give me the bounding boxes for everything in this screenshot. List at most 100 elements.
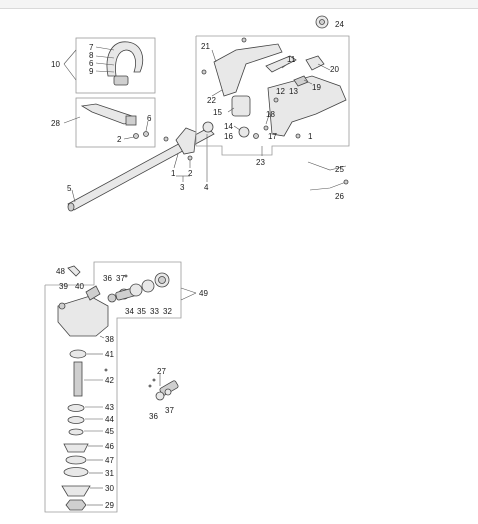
screw-12 bbox=[273, 97, 279, 103]
label-8: 8 bbox=[89, 51, 94, 60]
bearing-35 bbox=[129, 283, 143, 297]
switch-spring bbox=[253, 133, 259, 139]
label-23: 23 bbox=[256, 158, 265, 167]
shaft-end-cap bbox=[67, 202, 75, 212]
clamp-nut bbox=[187, 155, 193, 161]
label-25: 25 bbox=[335, 165, 344, 174]
stop-cable bbox=[309, 181, 347, 191]
bar-handle-screw-b bbox=[143, 131, 149, 137]
viewer-top-bar bbox=[0, 0, 478, 9]
circlip-44 bbox=[67, 416, 85, 424]
label-31: 31 bbox=[105, 469, 114, 478]
label-16: 16 bbox=[224, 132, 233, 141]
marker-dot-3 bbox=[148, 384, 152, 388]
output-shaft-42 bbox=[73, 361, 83, 397]
bar-handle-box bbox=[75, 97, 156, 148]
label-21: 21 bbox=[201, 42, 210, 51]
bearing-41 bbox=[69, 349, 87, 359]
bar-handle-part bbox=[80, 103, 133, 125]
washer-31 bbox=[63, 467, 89, 477]
handle-half-lower bbox=[267, 75, 347, 137]
clamp-bolt bbox=[163, 136, 169, 142]
label-36a: 36 bbox=[103, 274, 112, 283]
label-3: 3 bbox=[180, 183, 185, 192]
label-39: 39 bbox=[59, 282, 68, 291]
label-17: 17 bbox=[268, 132, 277, 141]
handle-screw-left bbox=[201, 69, 207, 75]
leader-22 bbox=[211, 89, 223, 97]
label-24: 24 bbox=[335, 20, 344, 29]
label-49: 49 bbox=[199, 289, 208, 298]
label-14: 14 bbox=[224, 122, 233, 131]
marker-dot-2 bbox=[104, 368, 108, 372]
label-15: 15 bbox=[213, 108, 222, 117]
gearbox-box bbox=[44, 261, 182, 513]
label-48: 48 bbox=[56, 267, 65, 276]
bearing-43 bbox=[67, 404, 85, 412]
throttle-trigger bbox=[265, 55, 297, 73]
label-1b: 1 bbox=[308, 132, 313, 141]
label-13: 13 bbox=[289, 87, 298, 96]
label-4: 4 bbox=[204, 183, 209, 192]
bearing-37b bbox=[164, 388, 172, 396]
label-34: 34 bbox=[125, 307, 134, 316]
leader-6b bbox=[145, 120, 149, 132]
bolt-40 bbox=[85, 285, 101, 301]
marker-dot bbox=[124, 274, 128, 278]
plug-39 bbox=[58, 302, 66, 310]
label-10: 10 bbox=[51, 60, 60, 69]
cable-end bbox=[343, 179, 349, 185]
bolt-48 bbox=[67, 265, 81, 277]
loop-handle-part bbox=[106, 41, 144, 77]
label-45: 45 bbox=[105, 427, 114, 436]
label-18: 18 bbox=[266, 110, 275, 119]
label-47: 47 bbox=[105, 456, 114, 465]
label-7: 7 bbox=[89, 43, 94, 52]
leader-49b bbox=[180, 292, 197, 301]
loose-pinion-group: 27 36 37 bbox=[148, 367, 179, 421]
label-42: 42 bbox=[105, 376, 114, 385]
shaft-collar bbox=[202, 121, 214, 133]
leader-1a bbox=[173, 153, 179, 169]
label-26: 26 bbox=[335, 192, 344, 201]
guard-plate-47 bbox=[65, 455, 87, 465]
seal-32-inner bbox=[158, 276, 166, 284]
leader-18 bbox=[265, 111, 271, 125]
leader-21 bbox=[211, 49, 217, 63]
label-35: 35 bbox=[137, 307, 146, 316]
blade-holder-46 bbox=[63, 443, 89, 453]
leader-9 bbox=[95, 70, 115, 73]
bar-handle-group: 28 2 6 bbox=[51, 97, 156, 148]
leader-2a bbox=[123, 136, 135, 140]
label-11: 11 bbox=[287, 55, 296, 64]
label-32: 32 bbox=[163, 307, 172, 316]
loop-handle-clamp bbox=[113, 75, 129, 86]
switch-knob bbox=[238, 126, 250, 138]
circlip-33 bbox=[141, 279, 155, 293]
label-2a: 2 bbox=[117, 135, 122, 144]
label-36b: 36 bbox=[149, 412, 158, 421]
drive-shaft-group: 5 1 2 3 4 bbox=[67, 121, 215, 212]
label-1a: 1 bbox=[171, 169, 176, 178]
gearbox-group: 49 39 40 38 36 37 34 35 33 32 41 42 4 bbox=[44, 261, 208, 513]
leader-11 bbox=[281, 62, 290, 69]
label-44: 44 bbox=[105, 415, 114, 424]
leader-20 bbox=[317, 63, 331, 71]
label-41: 41 bbox=[105, 350, 114, 359]
bar-handle-block bbox=[125, 115, 137, 126]
washer-18 bbox=[263, 125, 269, 131]
label-37b: 37 bbox=[165, 406, 174, 415]
label-37a: 37 bbox=[116, 274, 125, 283]
pinion-36 bbox=[107, 293, 117, 303]
label-6a: 6 bbox=[89, 59, 94, 68]
throttle-cable bbox=[307, 161, 347, 171]
label-29: 29 bbox=[105, 501, 114, 510]
label-12: 12 bbox=[276, 87, 285, 96]
leader-10b bbox=[63, 63, 77, 81]
leader-49a bbox=[180, 287, 197, 294]
bolt-48-group: 48 bbox=[56, 265, 81, 277]
label-30: 30 bbox=[105, 484, 114, 493]
label-33: 33 bbox=[150, 307, 159, 316]
leader-38 bbox=[99, 335, 105, 339]
